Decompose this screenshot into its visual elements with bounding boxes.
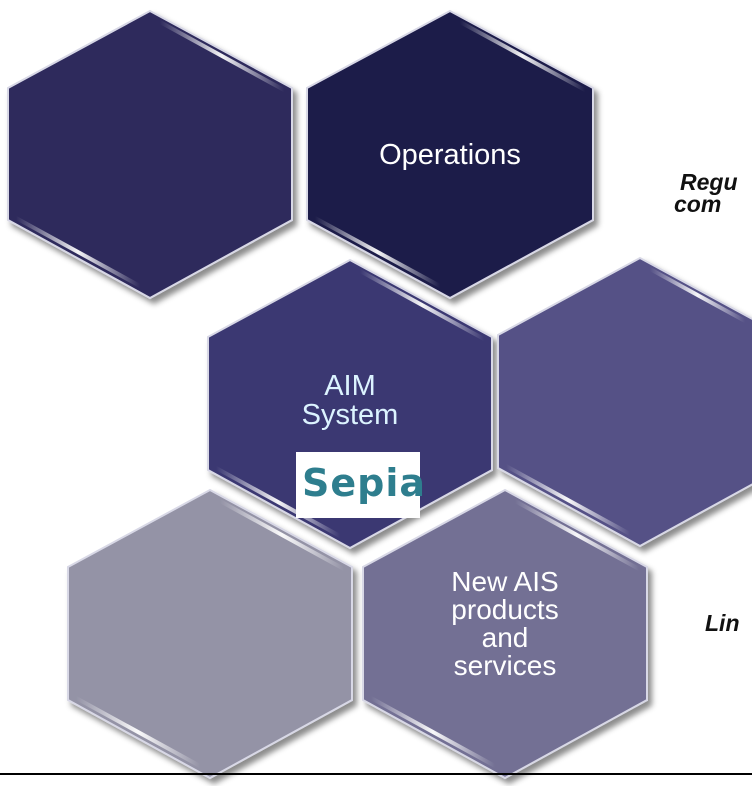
- bottom-divider: [0, 773, 752, 775]
- aim-system-label: AIM System: [270, 372, 430, 430]
- new-ais-label-line4: services: [453, 650, 557, 681]
- hex-middle-right: [497, 256, 752, 548]
- hex-top-left-highlight-top: [158, 20, 286, 92]
- hex-middle-right-shape: [497, 256, 752, 548]
- hex-bottom-left-shape: [67, 488, 353, 780]
- hex-new-ais-shape: [362, 488, 648, 780]
- hex-operations-shape: [306, 9, 594, 300]
- hex-new-ais-highlight-bottom: [369, 696, 497, 768]
- hex-operations: [306, 9, 594, 300]
- hex-aim-system-highlight-top: [358, 269, 486, 341]
- hex-top-left-highlight-bottom: [14, 216, 142, 288]
- hex-bottom-left-highlight-top: [218, 499, 346, 571]
- hex-aim-system-highlight-bottom: [214, 466, 342, 538]
- new-ais-label-line3: and: [481, 622, 529, 653]
- hex-bottom-left-highlight-bottom: [74, 696, 202, 768]
- sepia-logo-text: Sepia: [302, 461, 427, 505]
- regulatory-text-line2: com: [674, 191, 722, 217]
- aim-label-line1: AIM: [324, 370, 376, 402]
- hex-top-left: [7, 9, 293, 300]
- hex-top-left-shape: [7, 9, 293, 300]
- new-ais-label-line1: New AIS: [451, 566, 559, 597]
- new-ais-label-line2: products: [451, 594, 559, 625]
- sepia-logo: Sepia: [296, 452, 425, 518]
- hex-new-ais-highlight-top: [513, 499, 641, 571]
- new-ais-label: New AIS products and services: [405, 568, 605, 680]
- hex-aim-system: [207, 258, 493, 550]
- hex-new-ais: [362, 488, 648, 780]
- hex-operations-highlight-bottom: [313, 216, 442, 288]
- hex-aim-system-shape: [207, 258, 493, 550]
- lin-text: Lin: [705, 610, 740, 636]
- hex-middle-right-highlight-top: [648, 267, 747, 323]
- hex-middle-right-highlight-bottom: [504, 464, 632, 536]
- hex-operations-highlight-top: [458, 20, 587, 92]
- aim-label-line2: System: [301, 399, 399, 431]
- regulatory-text-line1: Regu: [680, 169, 738, 195]
- hex-bottom-left: [67, 488, 353, 780]
- operations-label: Operations: [379, 139, 521, 171]
